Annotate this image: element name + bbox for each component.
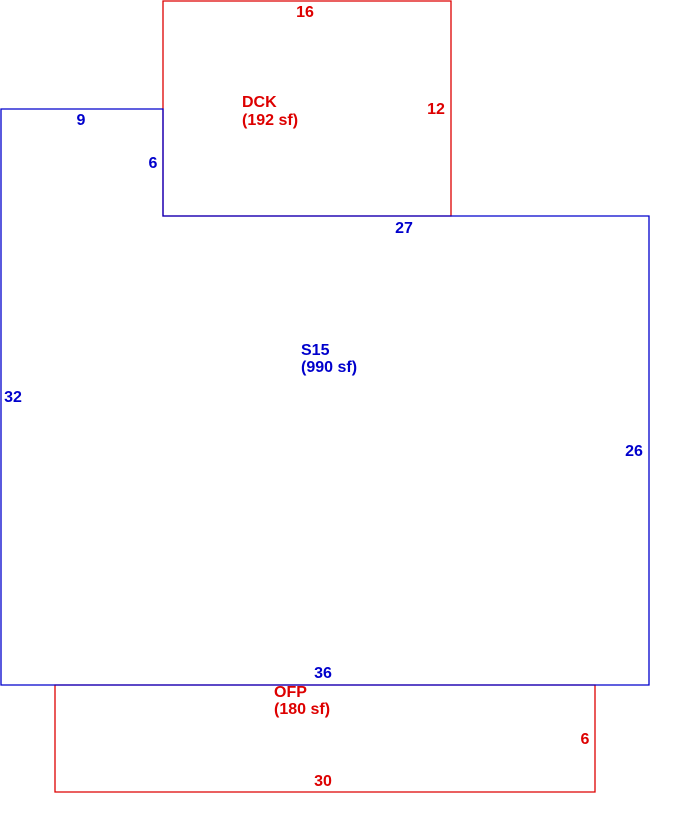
dck-code-label: DCK [242,94,277,111]
s15-code-label: S15 [301,342,330,359]
ofp-right-dimension: 6 [581,731,590,748]
s15-top-right-dimension: 27 [395,220,413,237]
s15-top-left-dimension: 9 [77,112,86,129]
s15-bottom-dimension: 36 [314,665,332,682]
dck-top-dimension: 16 [296,4,314,21]
s15-left-dimension: 32 [4,389,22,406]
s15-left-step-dimension: 6 [149,155,158,172]
dck-area-label: (192 sf) [242,112,298,129]
ofp-code-label: OFP [274,684,307,701]
s15-area-label: (990 sf) [301,359,357,376]
s15-right-dimension: 26 [625,443,643,460]
ofp-bottom-dimension: 30 [314,773,332,790]
ofp-area-label: (180 sf) [274,701,330,718]
s15-outline [0,108,650,686]
dck-outline [162,0,452,217]
dck-right-dimension: 12 [427,101,445,118]
